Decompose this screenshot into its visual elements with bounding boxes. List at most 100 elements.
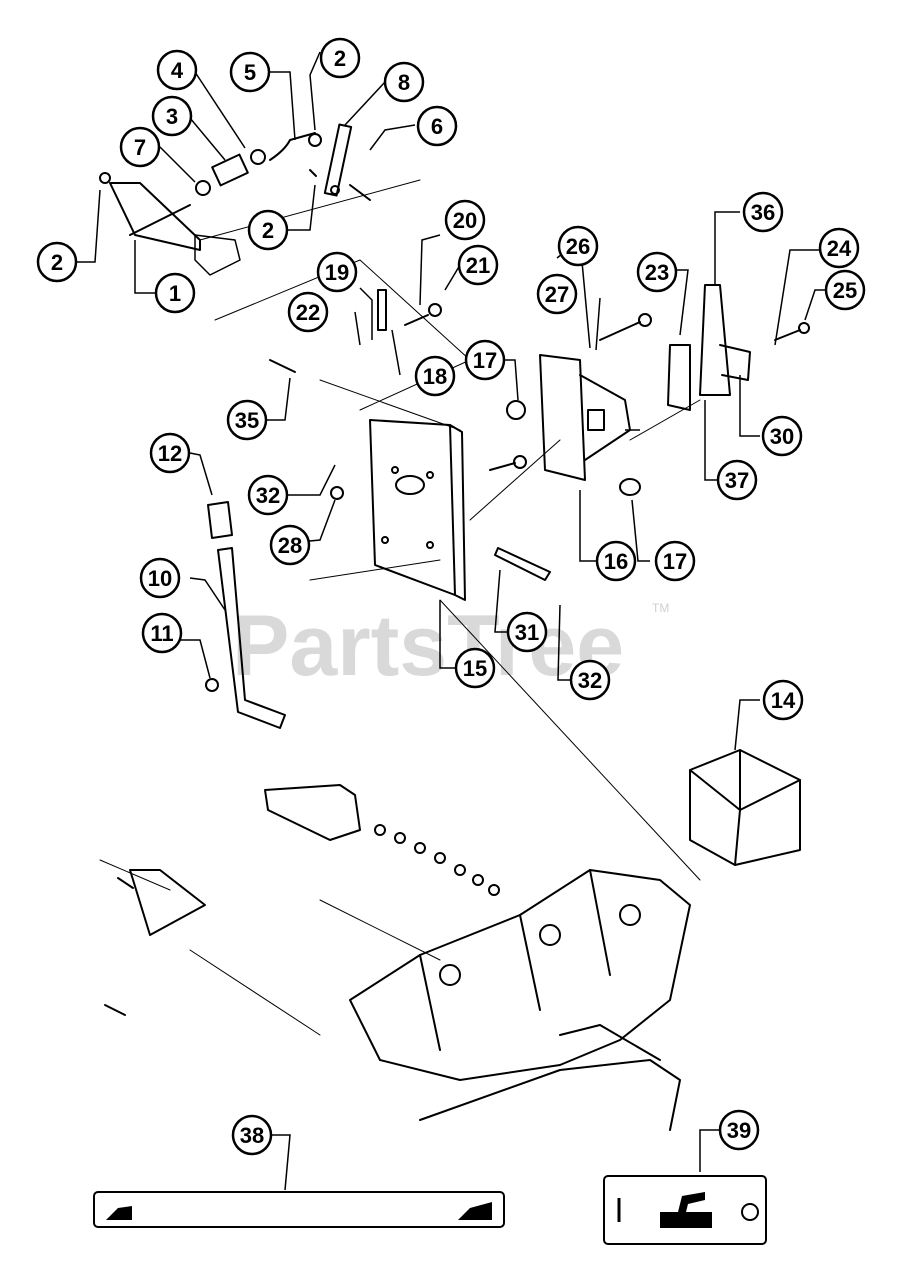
callout-11: 11	[141, 612, 183, 654]
callout-circle	[319, 37, 361, 79]
callout-21: 21	[457, 244, 499, 286]
callout-32: 32	[247, 474, 289, 516]
callout-label: 2	[262, 218, 274, 243]
callout-circle	[762, 679, 804, 721]
callout-label: 30	[770, 424, 794, 449]
callout-label: 1	[169, 281, 181, 306]
callout-17: 17	[464, 339, 506, 381]
callout-label: 17	[473, 348, 497, 373]
callout-label: 31	[515, 620, 539, 645]
callout-25: 25	[824, 269, 866, 311]
callout-circle	[231, 1114, 273, 1156]
callout-10: 10	[139, 557, 181, 599]
callout-label: 21	[466, 253, 490, 278]
callout-label: 23	[645, 260, 669, 285]
callout-circle	[818, 227, 860, 269]
callout-circle	[742, 191, 784, 233]
callout-20: 20	[444, 199, 486, 241]
hitch-lever-decal-icon	[106, 1202, 492, 1220]
callout-15: 15	[454, 647, 496, 689]
callout-14: 14	[762, 679, 804, 721]
callout-label: 17	[663, 549, 687, 574]
callout-35: 35	[226, 399, 268, 441]
callout-label: 14	[771, 688, 796, 713]
callout-circle	[141, 612, 183, 654]
callout-circle	[595, 540, 637, 582]
callout-label: 32	[256, 483, 280, 508]
callout-label: 19	[325, 260, 349, 285]
hitch-position-decal-icon	[617, 1192, 759, 1228]
callout-38: 38	[231, 1114, 273, 1156]
callout-label: 2	[334, 46, 346, 71]
callout-2: 2	[319, 37, 361, 79]
callout-28: 28	[269, 524, 311, 566]
callout-circle	[139, 557, 181, 599]
callout-label: 35	[235, 408, 259, 433]
callout-circle	[269, 524, 311, 566]
part-14-cover	[689, 749, 801, 866]
callout-label: 32	[578, 668, 602, 693]
callout-circle	[444, 199, 486, 241]
callout-label: 18	[423, 364, 447, 389]
callout-label: 16	[604, 549, 628, 574]
part-1-lever	[99, 172, 241, 276]
callout-circle	[454, 647, 496, 689]
callout-2: 2	[36, 241, 78, 283]
parts-artwork	[99, 123, 810, 1131]
callout-4: 4	[156, 49, 198, 91]
callout-label: 26	[566, 234, 590, 259]
callout-circle	[156, 49, 198, 91]
callout-label: 39	[727, 1118, 751, 1143]
callout-circle	[119, 126, 161, 168]
part-16-bracket	[506, 354, 641, 496]
callout-6: 6	[416, 105, 458, 147]
callout-label: 24	[827, 236, 852, 261]
callout-27: 27	[536, 273, 578, 315]
callout-label: 28	[278, 533, 302, 558]
callout-circle	[761, 415, 803, 457]
callout-label: 20	[453, 208, 477, 233]
callout-circle	[636, 251, 678, 293]
callout-label: 4	[171, 58, 184, 83]
callout-circle	[464, 339, 506, 381]
callout-circle	[226, 399, 268, 441]
callout-1: 1	[154, 272, 196, 314]
callout-label: 25	[833, 278, 857, 303]
callout-circle	[824, 269, 866, 311]
callout-circle	[506, 611, 548, 653]
callout-circle	[36, 241, 78, 283]
callout-3: 3	[151, 95, 193, 137]
left-bracket	[104, 869, 206, 1016]
callout-16: 16	[595, 540, 637, 582]
part-8-link	[309, 123, 371, 201]
callout-label: 37	[725, 468, 749, 493]
decal-38	[93, 1191, 505, 1228]
callout-32: 32	[569, 659, 611, 701]
callout-label: 6	[431, 114, 443, 139]
hitch-housing	[349, 869, 691, 1131]
part-23-36-30-plates	[667, 284, 751, 411]
callout-39: 39	[718, 1109, 760, 1151]
callout-circle	[716, 459, 758, 501]
callout-circle	[416, 105, 458, 147]
callout-circle	[718, 1109, 760, 1151]
callout-label: 15	[463, 656, 487, 681]
callout-36: 36	[742, 191, 784, 233]
callout-22: 22	[287, 291, 329, 333]
callout-circle	[149, 432, 191, 474]
callout-label: 11	[150, 621, 173, 646]
callout-label: 27	[545, 282, 569, 307]
callout-12: 12	[149, 432, 191, 474]
bolts	[269, 289, 810, 581]
callout-37: 37	[716, 459, 758, 501]
callout-label: 36	[751, 200, 775, 225]
callout-26: 26	[557, 225, 599, 267]
callout-circle	[247, 474, 289, 516]
callout-circle	[247, 209, 289, 251]
callout-circle	[557, 225, 599, 267]
callout-8: 8	[383, 61, 425, 103]
callout-circle	[151, 95, 193, 137]
callout-circle	[287, 291, 329, 333]
